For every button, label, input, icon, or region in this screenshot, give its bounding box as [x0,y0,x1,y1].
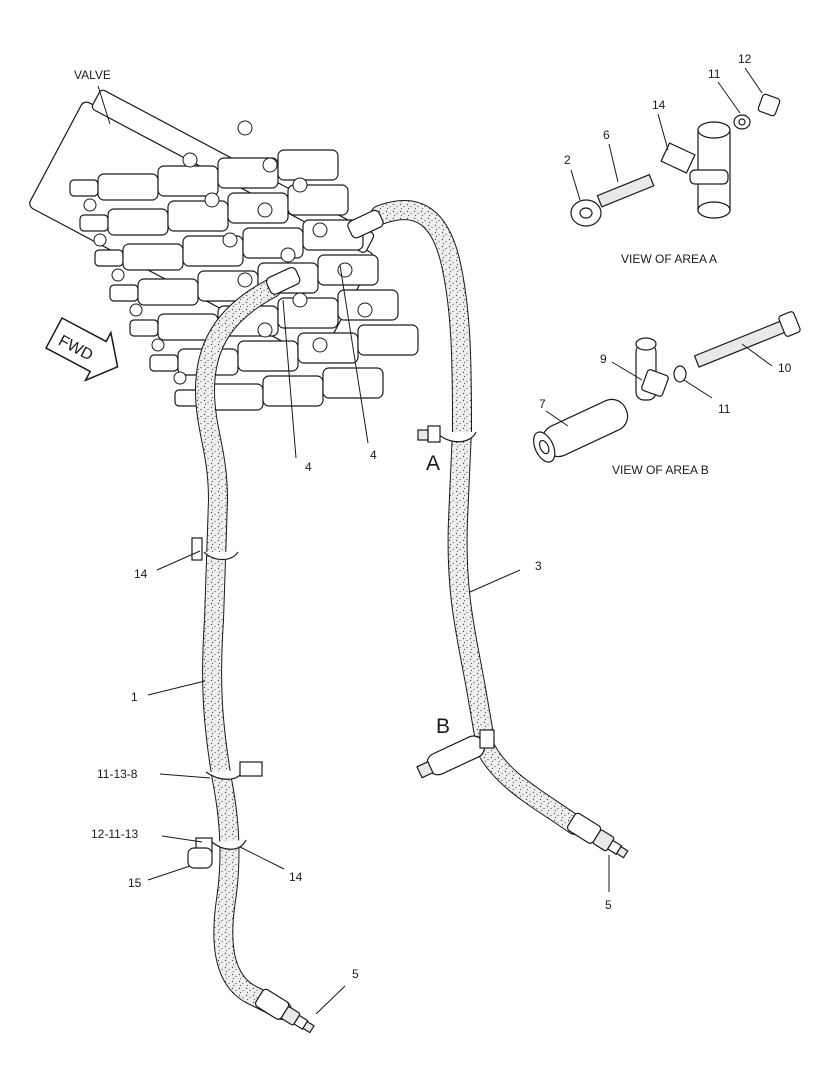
callout-15: 15 [128,876,142,890]
view-of-area-b-caption: VIEW OF AREA B [612,463,709,477]
callout-4-left: 4 [305,460,312,474]
area-a-callout-11: 11 [708,67,721,81]
area-b-callout-10: 10 [778,361,792,375]
view-of-area-b-detail [533,311,801,463]
hose-clamps [187,425,495,869]
callout-5-left: 5 [352,967,359,981]
area-b-callout-9: 9 [600,352,607,366]
callout-3: 3 [535,559,542,573]
callout-11-13-8: 11-13-8 [97,767,138,781]
fwd-arrow-icon: FWD [45,316,119,382]
area-a-callout-12: 12 [738,52,752,66]
callout-1: 1 [131,690,138,704]
callout-5-right: 5 [605,898,612,912]
area-b-marker: B [436,715,450,738]
area-a-callout-2: 2 [564,153,571,167]
area-b-callout-11: 11 [718,402,731,416]
area-b-callout-7: 7 [539,397,546,411]
area-a-callout-14: 14 [652,98,666,112]
callout-14-left: 14 [134,567,148,581]
callout-14-lower: 14 [289,870,303,884]
view-of-area-a-detail [570,93,781,227]
callout-12-11-13: 12-11-13 [91,827,138,841]
valve-label: VALVE [74,68,111,82]
hose-3 [347,200,629,859]
area-a-marker: A [426,452,440,475]
view-of-area-a-caption: VIEW OF AREA A [621,252,717,266]
callout-4-right: 4 [370,448,377,462]
area-a-callout-6: 6 [603,128,610,142]
hose-1 [195,266,315,1034]
control-valve-illustration [29,89,419,411]
